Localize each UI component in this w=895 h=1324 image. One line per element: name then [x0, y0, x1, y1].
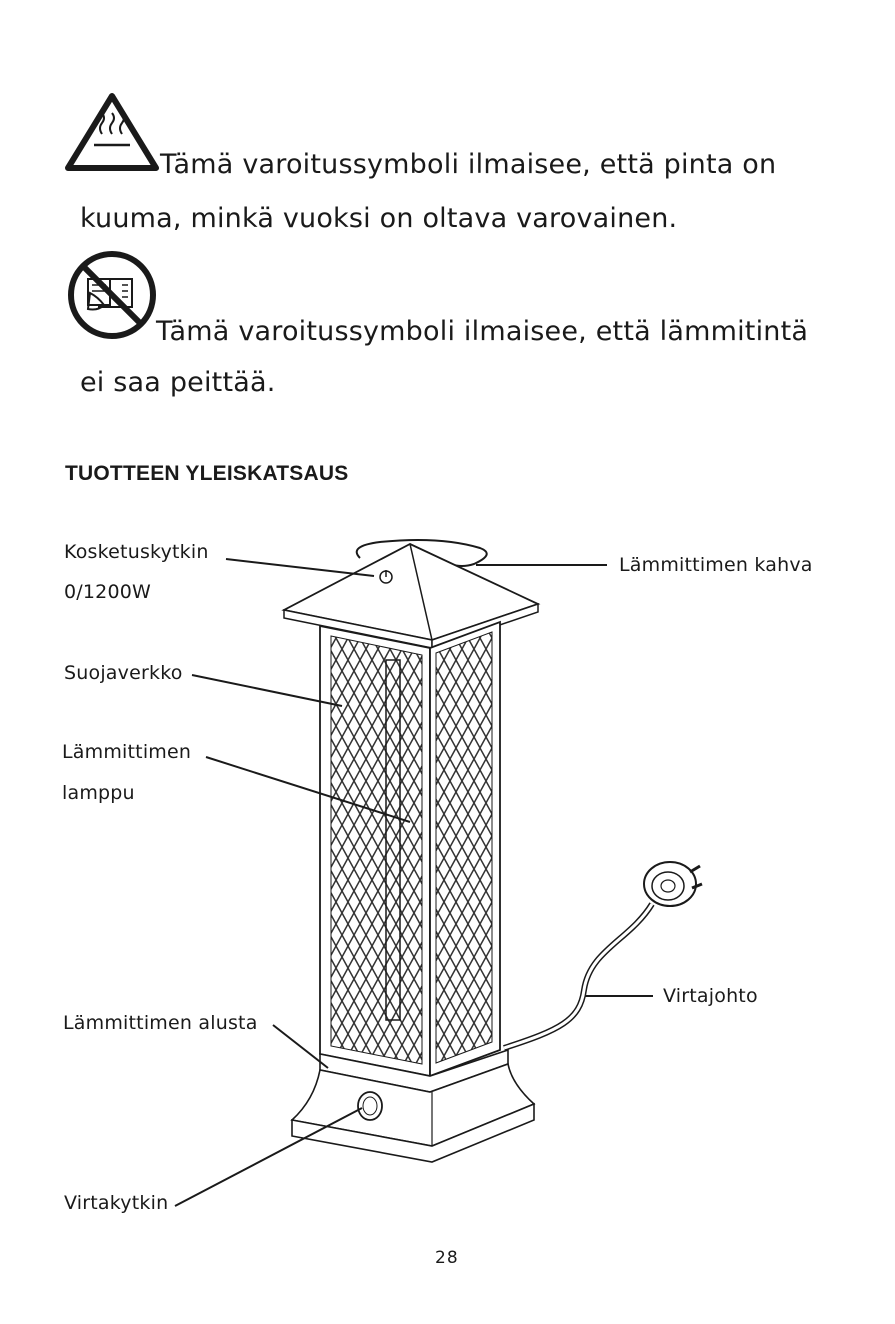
- label-handle: Lämmittimen kahva: [619, 553, 813, 577]
- label-base: Lämmittimen alusta: [63, 1011, 258, 1035]
- label-guard-mesh: Suojaverkko: [64, 661, 183, 685]
- page-number: 28: [435, 1248, 459, 1268]
- power-cord: [504, 904, 652, 1048]
- guard-mesh: [331, 636, 422, 1064]
- power-switch-knob: [358, 1092, 382, 1120]
- power-plug: [644, 862, 702, 906]
- label-lamp: Lämmittimen: [62, 740, 191, 764]
- label-touch-switch: Kosketuskytkin: [64, 540, 209, 564]
- label-touch-switch-power: 0/1200W: [64, 580, 151, 604]
- label-power-switch: Virtakytkin: [64, 1191, 168, 1215]
- label-lamp-line-2: lamppu: [62, 781, 135, 805]
- label-power-cord: Virtajohto: [663, 984, 758, 1008]
